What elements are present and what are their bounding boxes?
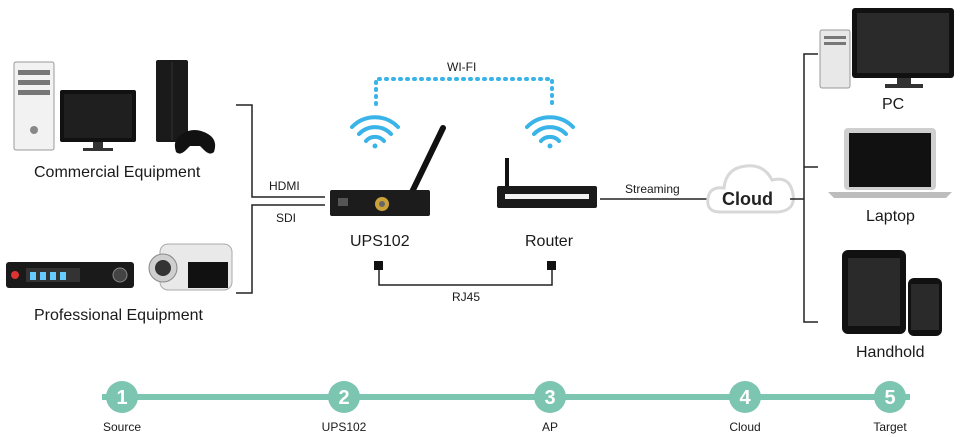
target-bracket-lines: [790, 53, 818, 323]
timeline-step-label: Target: [873, 420, 907, 434]
monitor-icon: [60, 90, 136, 151]
timeline-step-label: Cloud: [729, 420, 761, 434]
timeline-step-label: AP: [541, 420, 559, 434]
broadcast-device-icon: [6, 262, 134, 288]
cloud-label: Cloud: [722, 189, 773, 209]
smartphone-icon: [908, 278, 942, 336]
rj45-label: RJ45: [452, 290, 481, 304]
handhold-label: Handhold: [856, 344, 925, 361]
sdi-label: SDI: [276, 211, 297, 225]
timeline-step-circle: [328, 381, 360, 413]
gamepad-icon: [174, 130, 216, 154]
source-bracket-lines: [236, 104, 325, 294]
professional-equipment-label: Professional Equipment: [34, 307, 203, 324]
timeline-step-circle: [534, 381, 566, 413]
wifi-signal-icon-router: [525, 115, 575, 149]
timeline-step-number: 4: [739, 387, 751, 409]
timeline-step-label: UPS102: [321, 420, 367, 434]
game-console-icon: [156, 60, 188, 142]
wifi-label: WI-FI: [447, 60, 477, 74]
pc-icon: [819, 8, 954, 89]
timeline-step-circle: [106, 381, 138, 413]
timeline-step-circle: [729, 381, 761, 413]
encoder-device-icon: [330, 125, 446, 216]
rj45-link-line: [374, 261, 556, 286]
video-camera-icon: [148, 243, 233, 291]
router-label: Router: [525, 233, 574, 250]
wifi-link-line: [374, 77, 554, 106]
streaming-label: Streaming: [625, 182, 680, 196]
commercial-equipment-label: Commercial Equipment: [34, 164, 201, 181]
timeline-step-number: 2: [338, 387, 349, 409]
timeline-step-number: 5: [884, 387, 895, 409]
timeline-step-label: Source: [102, 420, 142, 434]
tablet-icon: [842, 250, 906, 334]
timeline-step-circle: [874, 381, 906, 413]
desktop-tower-icon: [13, 61, 55, 151]
workflow-timeline: 1 2 3 4 5: [102, 381, 910, 413]
wifi-signal-icon-encoder: [350, 115, 400, 149]
router-icon: [497, 158, 597, 208]
laptop-icon: [828, 128, 952, 198]
laptop-label: Laptop: [866, 208, 915, 225]
cloud-icon: [706, 164, 795, 214]
pc-label: PC: [882, 96, 905, 113]
encoder-label: UPS102: [350, 233, 410, 250]
timeline-step-number: 3: [544, 387, 555, 409]
timeline-step-number: 1: [116, 387, 127, 409]
hdmi-label: HDMI: [269, 179, 300, 193]
